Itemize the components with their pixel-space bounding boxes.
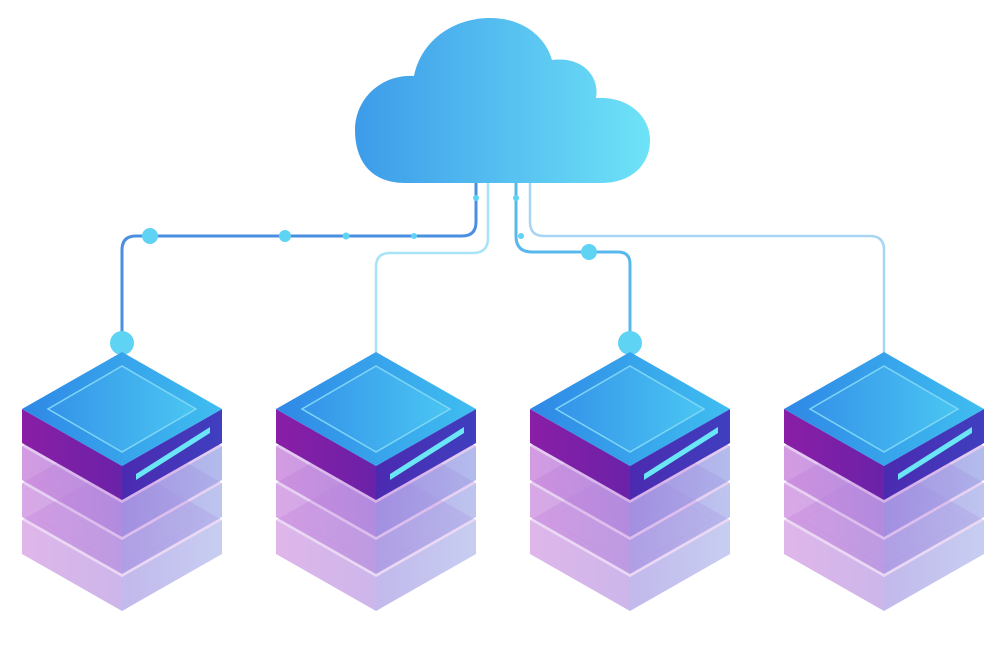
node-dot <box>411 233 417 239</box>
server-panel <box>300 365 452 453</box>
cloud-icon <box>355 18 650 183</box>
server-panel <box>808 365 960 453</box>
server-slot-icon <box>898 427 972 480</box>
server-slot-icon <box>136 427 210 480</box>
connection-nodes <box>110 195 642 355</box>
node-dot <box>518 233 524 239</box>
server-row <box>22 352 984 611</box>
server-top-slab <box>22 352 222 500</box>
server-1 <box>22 352 222 611</box>
link-cloud-to-server-3 <box>514 181 632 344</box>
server-top-slab <box>784 352 984 500</box>
node-dot <box>342 232 350 240</box>
server-2 <box>276 352 476 611</box>
server-slot-icon <box>644 427 718 480</box>
node-dot <box>473 195 479 201</box>
link-cloud-to-server-4 <box>528 181 886 354</box>
link-cloud-to-server-2 <box>374 181 490 354</box>
node-dot <box>618 331 642 355</box>
server-panel <box>46 365 198 453</box>
server-slot-icon <box>390 427 464 480</box>
node-dot <box>110 331 134 355</box>
node-dot <box>142 228 158 244</box>
connection-lines <box>120 181 886 354</box>
server-top-slab <box>276 352 476 500</box>
server-panel <box>554 365 706 453</box>
server-4 <box>784 352 984 611</box>
node-dot <box>279 230 291 242</box>
node-dot <box>513 195 519 201</box>
link-cloud-to-server-1 <box>120 181 478 344</box>
server-top-slab <box>530 352 730 500</box>
node-dot <box>581 244 597 260</box>
server-3 <box>530 352 730 611</box>
